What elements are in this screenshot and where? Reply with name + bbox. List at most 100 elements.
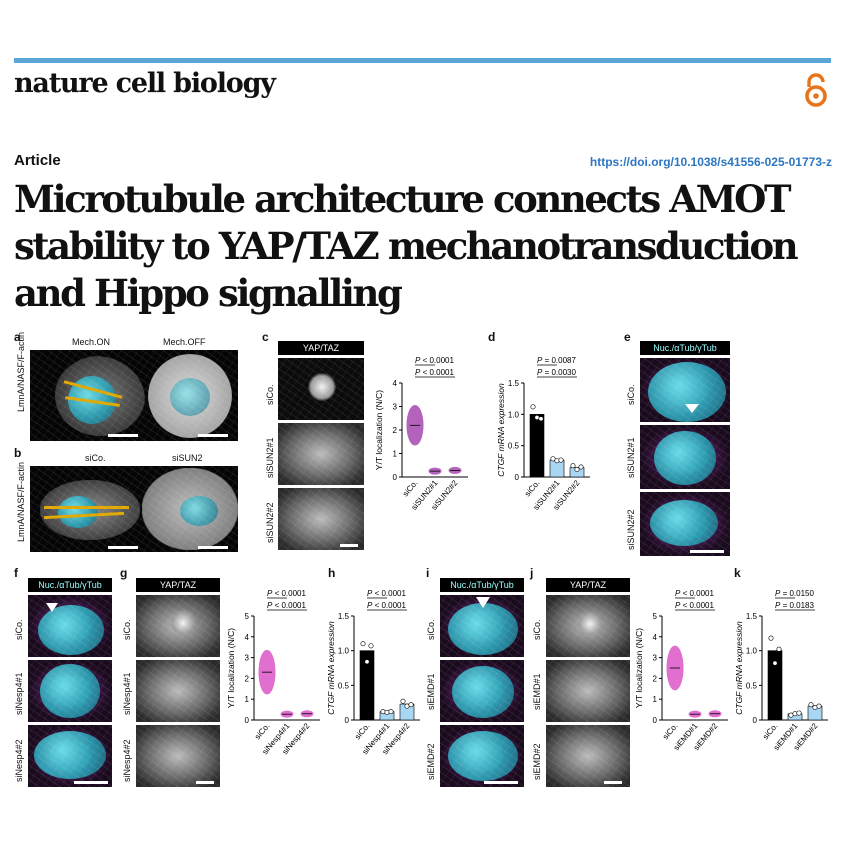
panel-b-stain-label: LmnA/NASF/F-actin bbox=[16, 461, 26, 542]
panel-j-header: YAP/TAZ bbox=[546, 578, 630, 592]
data-point bbox=[400, 698, 406, 704]
p-value-label: P = 0.0087 bbox=[537, 356, 576, 365]
data-point bbox=[408, 702, 414, 708]
data-point bbox=[530, 404, 536, 410]
y-tick-label: 0.5 bbox=[338, 681, 350, 690]
y-tick-label: 4 bbox=[393, 379, 398, 388]
panel-d-label: d bbox=[488, 330, 496, 344]
panel-c-image-3 bbox=[278, 488, 364, 550]
panel-g-header: YAP/TAZ bbox=[136, 578, 220, 592]
y-tick-label: 1 bbox=[245, 695, 250, 704]
data-point bbox=[388, 709, 394, 715]
panel-g-image-3 bbox=[136, 725, 220, 787]
panel-g-row-2: siNesp4#1 bbox=[122, 672, 132, 715]
y-tick-label: 3 bbox=[245, 654, 250, 663]
panel-e-image-2 bbox=[640, 425, 730, 489]
panel-c-row-3: siSUN2#2 bbox=[265, 502, 275, 543]
y-tick-label: 1.5 bbox=[338, 612, 350, 621]
x-tick-label: siCo. bbox=[523, 479, 542, 499]
y-tick-label: 0 bbox=[515, 473, 520, 482]
panel-g-row-3: siNesp4#2 bbox=[122, 739, 132, 782]
panel-f-header: Nuc./αTub/γTub bbox=[28, 578, 112, 592]
p-value-label: P < 0.0001 bbox=[415, 356, 454, 365]
panel-j-image-2 bbox=[546, 660, 630, 722]
panel-c-image-1 bbox=[278, 358, 364, 420]
article-title: Microtubule architecture connects AMOT s… bbox=[14, 177, 799, 315]
y-tick-label: 0 bbox=[345, 716, 350, 725]
panel-b-label: b bbox=[14, 446, 22, 460]
panel-a-stain-label: LmnA/NASF/F-actin bbox=[16, 331, 26, 412]
panel-a-label: a bbox=[14, 330, 21, 344]
y-tick-label: 0 bbox=[753, 716, 758, 725]
x-tick-label: siCo. bbox=[353, 722, 372, 742]
bar bbox=[767, 650, 783, 721]
panel-i-row-2: siEMD#1 bbox=[426, 673, 436, 710]
panel-c-header: YAP/TAZ bbox=[278, 341, 364, 355]
panel-c-row-1: siCo. bbox=[265, 384, 275, 405]
data-point bbox=[796, 710, 802, 716]
panel-e-image-3 bbox=[640, 492, 730, 556]
panel-f-image-1 bbox=[28, 595, 112, 657]
panel-f-row-3: siNesp4#2 bbox=[14, 739, 24, 782]
y-tick-label: 1.0 bbox=[508, 410, 520, 419]
panel-c-row-2: siSUN2#1 bbox=[265, 437, 275, 478]
data-point bbox=[772, 660, 778, 666]
panel-b-col-1: siCo. bbox=[85, 453, 106, 463]
panel-i-label: i bbox=[426, 566, 430, 580]
y-axis-label: Y/T localization (N/C) bbox=[634, 628, 644, 708]
panel-k-label: k bbox=[734, 566, 741, 580]
panel-f-row-1: siCo. bbox=[14, 619, 24, 640]
bar bbox=[359, 650, 375, 721]
open-access-icon[interactable] bbox=[800, 73, 832, 107]
panel-f-image-2 bbox=[28, 660, 112, 722]
panel-e-row-3: siSUN2#2 bbox=[626, 509, 636, 550]
p-value-label: P = 0.0030 bbox=[537, 368, 576, 377]
y-axis-label: Y/T localization (N/C) bbox=[374, 390, 384, 470]
bar bbox=[529, 414, 545, 478]
y-tick-label: 0 bbox=[393, 473, 398, 482]
y-tick-label: 1.5 bbox=[508, 379, 520, 388]
data-point bbox=[776, 646, 782, 652]
y-tick-label: 0.5 bbox=[508, 442, 520, 451]
panel-e-header: Nuc./αTub/γTub bbox=[640, 341, 730, 355]
panel-f-label: f bbox=[14, 566, 18, 580]
data-point bbox=[384, 709, 390, 715]
y-tick-label: 4 bbox=[653, 633, 658, 642]
y-tick-label: 2 bbox=[653, 674, 658, 683]
data-point bbox=[792, 711, 798, 717]
doi-link[interactable]: https://doi.org/10.1038/s41556-025-01773… bbox=[589, 155, 832, 169]
panel-g-label: g bbox=[120, 566, 128, 580]
p-value-label: P = 0.0183 bbox=[775, 601, 814, 610]
y-axis-label: CTGF mRNA expression bbox=[326, 621, 336, 715]
data-point bbox=[768, 635, 774, 641]
y-tick-label: 1 bbox=[393, 450, 398, 459]
data-point bbox=[816, 703, 822, 709]
panel-h-label: h bbox=[328, 566, 336, 580]
data-point bbox=[578, 464, 584, 470]
data-point bbox=[808, 702, 814, 708]
panel-a-col-2: Mech.OFF bbox=[163, 337, 206, 347]
data-point bbox=[360, 641, 366, 647]
p-value-label: P < 0.0001 bbox=[367, 589, 406, 598]
panel-i-image-3 bbox=[440, 725, 524, 787]
panel-e-label: e bbox=[624, 330, 631, 344]
article-type-label: Article bbox=[14, 152, 61, 169]
y-tick-label: 2 bbox=[245, 674, 250, 683]
panel-i-image-2 bbox=[440, 660, 524, 722]
x-tick-label: siCo. bbox=[401, 479, 420, 499]
panel-a-image bbox=[30, 350, 238, 441]
panel-j-image-1 bbox=[546, 595, 630, 657]
scale-bar bbox=[198, 546, 228, 549]
x-tick-label: siCo. bbox=[661, 722, 680, 742]
panel-g-image-2 bbox=[136, 660, 220, 722]
panel-e-row-1: siCo. bbox=[626, 384, 636, 405]
panel-c-label: c bbox=[262, 330, 269, 344]
p-value-label: P < 0.0001 bbox=[675, 601, 714, 610]
panel-j-row-2: siEMD#1 bbox=[532, 673, 542, 710]
y-axis-label: CTGF mRNA expression bbox=[496, 383, 506, 477]
data-point bbox=[538, 416, 544, 422]
data-point bbox=[554, 458, 560, 464]
panel-i-row-3: siEMD#2 bbox=[426, 743, 436, 780]
